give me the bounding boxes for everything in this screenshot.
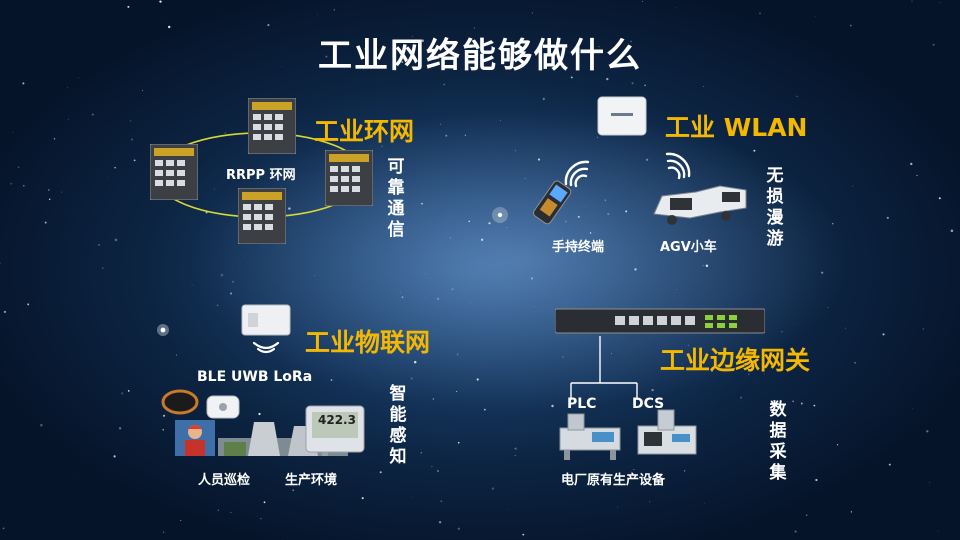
gateway-connection-lines (570, 336, 638, 400)
iot-gateway-icon (241, 304, 291, 354)
wlan-heading: 工业 WLAN (665, 113, 808, 142)
edge-heading: 工业边缘网关 (660, 346, 811, 375)
inspection-label: 人员巡检 (198, 473, 251, 488)
environment-sensor-icon (305, 405, 365, 453)
ring-heading: 工业环网 (314, 117, 415, 146)
iot-heading: 工业物联网 (305, 328, 431, 357)
edge-gateway-icon (555, 308, 765, 334)
ring-label: RRPP 环网 (226, 168, 296, 183)
equipment-label: 电厂原有生产设备 (561, 473, 666, 488)
plc-label: PLC (567, 396, 597, 412)
cnc-machine-icon (637, 409, 697, 455)
switch-icon (325, 150, 373, 206)
agv-cart-icon (653, 185, 747, 225)
handheld-terminal-icon (533, 180, 572, 225)
dcs-label: DCS (632, 396, 665, 412)
agv-cart-label: AGV小车 (660, 240, 717, 255)
handheld-terminal-label: 手持终端 (552, 240, 605, 255)
edge-feature: 数据采集 (769, 400, 787, 483)
wifi-icon (564, 160, 590, 188)
worker-photo-icon (175, 420, 215, 456)
access-point-icon (597, 96, 647, 136)
ble-band-icon (161, 389, 199, 415)
switch-icon (150, 144, 198, 200)
uwb-tag-icon (206, 395, 240, 419)
slide-title: 工业网络能够做什么 (318, 36, 642, 76)
switch-icon (248, 98, 296, 154)
machine-tool-icon (559, 413, 621, 460)
iot-protocols: BLE UWB LoRa (197, 369, 313, 385)
switch-icon (238, 188, 286, 244)
iot-feature: 智能感知 (389, 384, 407, 467)
environment-label: 生产环境 (285, 473, 338, 488)
wlan-feature: 无损漫游 (766, 166, 784, 249)
wifi-icon (665, 152, 691, 180)
sensor-reading: 422.3 (318, 413, 356, 427)
ring-feature: 可靠通信 (387, 157, 405, 240)
